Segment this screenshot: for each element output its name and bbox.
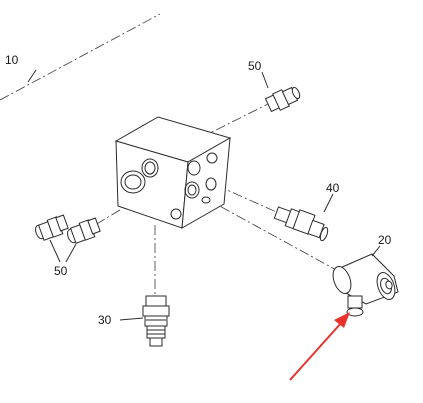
fitting-mid bbox=[273, 206, 329, 242]
fitting-left-a bbox=[35, 214, 69, 241]
callout-40: 40 bbox=[326, 181, 340, 195]
callout-50-top: 50 bbox=[248, 59, 262, 73]
assembly-lines bbox=[0, 13, 341, 295]
cartridge-valve bbox=[142, 295, 170, 347]
callout-30: 30 bbox=[98, 313, 112, 327]
fitting-top bbox=[264, 86, 301, 113]
callout-10: 10 bbox=[5, 53, 19, 67]
red-arrow-icon bbox=[289, 312, 350, 381]
leader-lines bbox=[27, 69, 381, 321]
pressure-switch bbox=[332, 253, 399, 317]
fitting-left-b bbox=[67, 217, 101, 244]
callout-20: 20 bbox=[378, 233, 392, 247]
callout-50-left: 50 bbox=[54, 264, 68, 278]
manifold-block bbox=[114, 116, 232, 229]
